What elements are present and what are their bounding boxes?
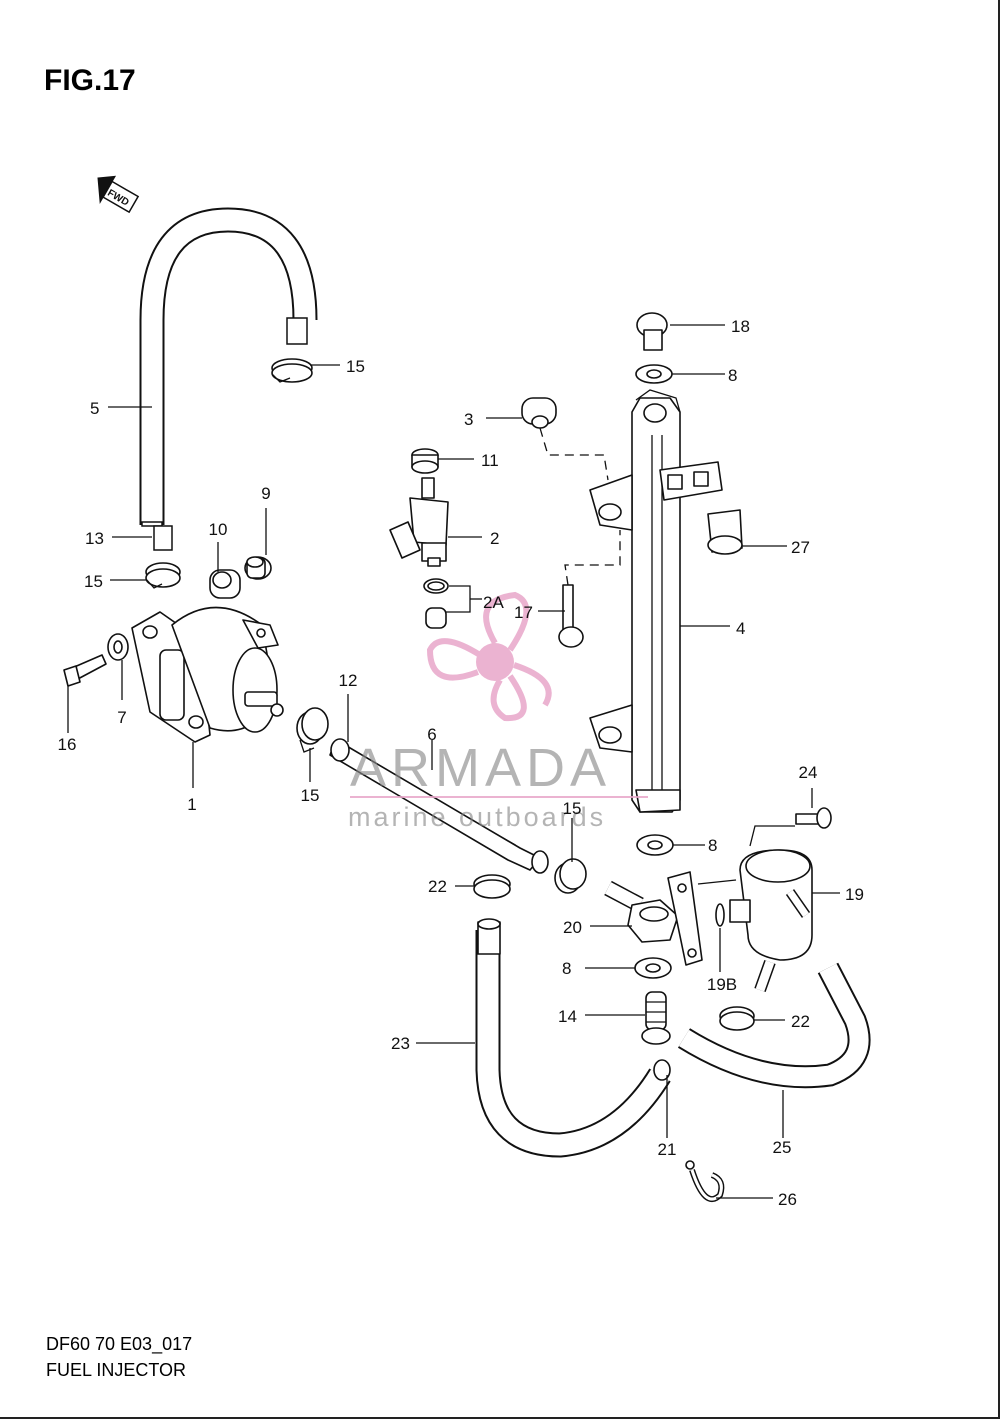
washer-part-7 [107,633,129,661]
callout-19b: 19B [707,975,737,994]
callout-11: 11 [481,451,499,470]
frame-border-bottom [0,1417,1000,1419]
watermark-tagline: marine outboards [348,802,606,832]
callout-7: 7 [117,708,126,727]
bolt-part-16 [63,654,107,687]
callout-20: 20 [563,918,582,937]
washer-part-8-bottom [634,957,672,979]
watermark-brand: ARMADA [350,738,611,798]
callout-24: 24 [799,763,818,782]
callout-8-bottom: 8 [562,959,571,978]
hose-part-25 [677,962,871,1089]
hose-clamp-15-left [145,562,181,589]
callout-6: 6 [427,725,436,744]
fuel-pump-part-1 [131,606,284,743]
callout-labels: 1 2 2A 3 4 5 6 7 8 8 8 9 10 11 12 13 14 … [58,317,864,1209]
callout-5: 5 [90,399,99,418]
hose-part-5 [139,207,318,551]
hose-part-23 [475,918,671,1158]
callout-22-left: 22 [428,877,447,896]
callout-15-top: 15 [346,357,365,376]
callout-12: 12 [339,671,358,690]
o-ring-part-2a [423,578,449,629]
pressure-regulator-part-19 [729,849,813,993]
washer-part-8-middle [636,834,674,856]
fuel-injector-part-2 [389,477,449,567]
hose-clip-part-26 [685,1160,725,1203]
callout-18: 18 [731,317,750,336]
filter-part-14 [641,991,671,1045]
hose-clip-part-21 [653,1059,671,1081]
callout-3: 3 [464,410,473,429]
washer-part-8-top [635,364,673,384]
fwd-arrow-icon: FWD [97,175,140,214]
callout-21: 21 [658,1140,677,1159]
callout-17: 17 [514,603,533,622]
callout-25: 25 [773,1138,792,1157]
fitting-part-20 [604,871,703,966]
callout-13: 13 [85,529,104,548]
callout-22-right: 22 [791,1012,810,1031]
callout-8-top: 8 [728,366,737,385]
frame-border-right [998,0,1000,1419]
callout-23: 23 [391,1034,410,1053]
seal-part-11 [411,448,439,474]
hose-clamp-22-right [719,1006,755,1031]
bolt-part-24 [795,807,832,829]
callout-15-left: 15 [84,572,103,591]
bushing-part-10 [209,569,241,599]
callout-15-middle: 15 [301,786,320,805]
cap-part-3 [521,397,557,429]
callout-19: 19 [845,885,864,904]
callout-15-right: 15 [563,799,582,818]
leader-lines [67,324,840,1199]
watermark-logo: ARMADA marine outboards [348,591,648,832]
callout-10: 10 [209,520,228,539]
callout-1: 1 [187,795,196,814]
hose-clamp-15-right [554,858,587,894]
callout-4: 4 [736,619,745,638]
callout-8-middle: 8 [708,836,717,855]
callout-16: 16 [58,735,77,754]
fuel-hose-part-12 [329,738,549,874]
callout-27: 27 [791,538,810,557]
hose-clamp-22-left [473,874,511,899]
figure-title: FIG.17 [44,64,136,97]
hose-clamp-15-top [271,358,313,383]
propeller-hub-icon [476,643,514,681]
o-ring-part-19b [715,903,725,927]
grommet-part-9 [244,556,272,580]
bolt-part-17 [558,584,584,648]
model-code: DF60 70 E03_017 [46,1334,192,1355]
fuel-rail-part-4 [589,389,723,813]
callout-26: 26 [778,1190,797,1209]
bolt-part-18 [636,312,668,351]
hose-clamp-15-middle [296,707,329,753]
clip-part-27 [707,509,743,555]
callout-2: 2 [490,529,499,548]
callout-14: 14 [558,1007,577,1026]
section-title: FUEL INJECTOR [46,1360,186,1380]
callout-9: 9 [261,484,270,503]
callout-2a: 2A [483,593,504,612]
